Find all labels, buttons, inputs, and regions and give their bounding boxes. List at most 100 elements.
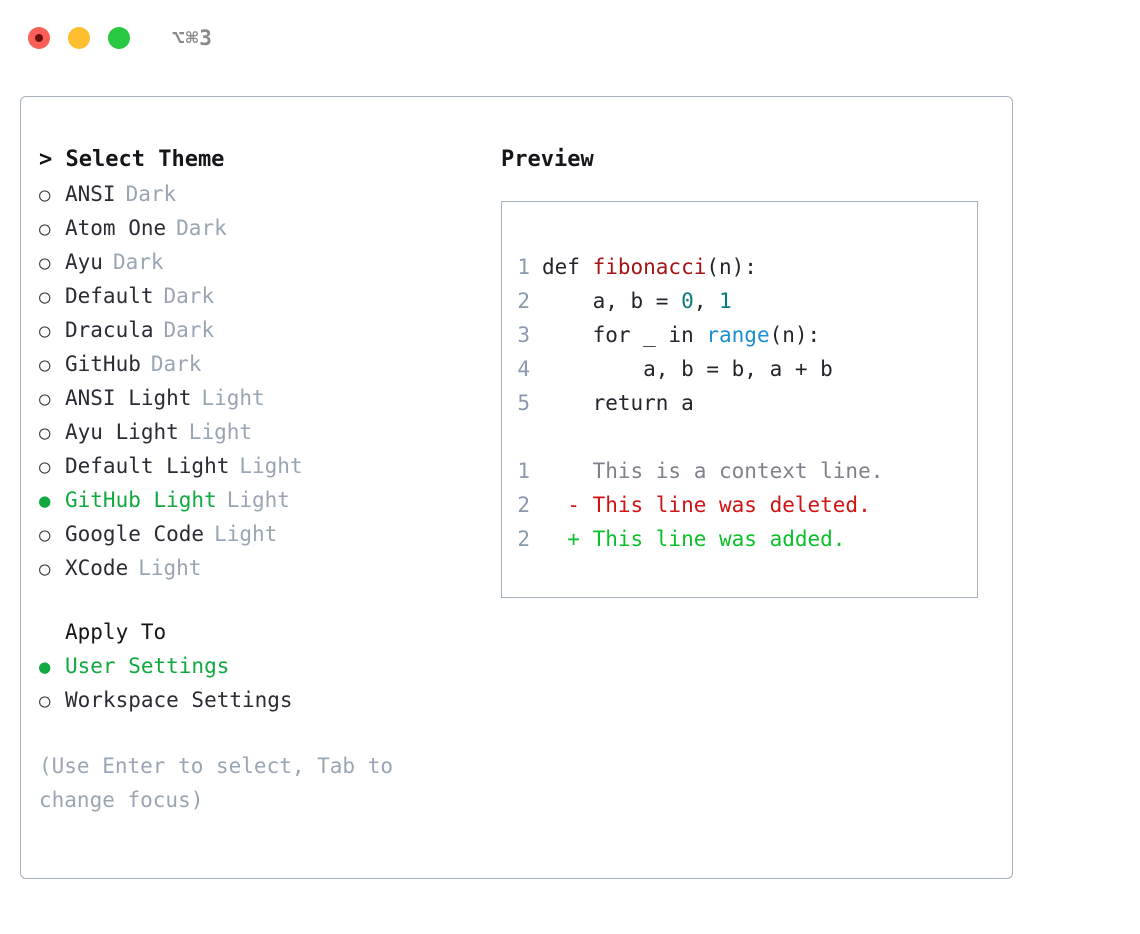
diff-line-content: - This line was deleted. [542, 493, 871, 517]
diff-sample: 1 This is a context line.2 - This line w… [502, 454, 977, 556]
apply-to-row-workspace-settings[interactable]: ○ Workspace Settings [39, 683, 489, 717]
radio-unselected-icon: ○ [39, 354, 51, 376]
apply-to-label: Workspace Settings [65, 688, 293, 712]
theme-variant: Dark [163, 284, 215, 308]
code-token-plain: (n): [769, 323, 821, 347]
code-line-content: return a [542, 386, 694, 420]
code-token-plain: a, b = [542, 289, 682, 313]
preview-header: Preview [501, 147, 594, 172]
radio-unselected-icon: ○ [39, 558, 51, 580]
apply-to-list[interactable]: ● User Settings ○ Workspace Settings [39, 649, 489, 717]
diff-line-del: 2 - This line was deleted. [502, 488, 977, 522]
theme-variant: Dark [112, 250, 164, 274]
code-line: 2 a, b = 0, 1 [502, 284, 977, 318]
title-bar: ⌥⌘3 [0, 0, 1140, 76]
minimize-button[interactable] [68, 27, 90, 49]
code-line-content: for _ in range(n): [542, 318, 821, 352]
code-token-plain: , [693, 289, 720, 313]
theme-name: Atom One [65, 216, 167, 240]
radio-unselected-icon: ○ [39, 286, 51, 308]
theme-name: Ayu [65, 250, 103, 274]
radio-unselected-icon: ○ [39, 422, 51, 444]
keyboard-shortcut-label: ⌥⌘3 [172, 26, 213, 50]
code-token-num: 1 [719, 289, 732, 313]
code-token-func: fibonacci [592, 255, 707, 279]
line-number: 1 [517, 459, 530, 483]
theme-name: GitHub [65, 352, 141, 376]
radio-unselected-icon: ○ [39, 690, 51, 712]
line-number: 2 [517, 527, 530, 551]
theme-variant: Light [226, 488, 290, 512]
radio-unselected-icon: ○ [39, 252, 51, 274]
close-button[interactable] [28, 27, 50, 49]
theme-variant: Light [214, 522, 278, 546]
diff-line-content: + This line was added. [542, 527, 846, 551]
keyboard-hint-text: (Use Enter to select, Tab to change focu… [39, 754, 394, 812]
theme-row-default-light[interactable]: ○ Default Light Light [39, 449, 489, 483]
code-line: 1 def fibonacci(n): [502, 250, 977, 284]
diff-line-ctx: 1 This is a context line. [502, 454, 977, 488]
theme-variant: Light [201, 386, 265, 410]
radio-unselected-icon: ○ [39, 218, 51, 240]
code-token-num: 0 [681, 289, 694, 313]
theme-row-ayu[interactable]: ○ Ayu Dark [39, 245, 489, 279]
theme-name: ANSI Light [65, 386, 192, 410]
theme-variant: Dark [125, 182, 177, 206]
select-theme-header: > Select Theme [39, 147, 225, 172]
line-number: 1 [517, 255, 530, 279]
theme-row-default[interactable]: ○ Default Dark [39, 279, 489, 313]
code-line-content: def fibonacci(n): [542, 250, 757, 284]
theme-row-atom-one[interactable]: ○ Atom One Dark [39, 211, 489, 245]
theme-name: XCode [65, 556, 129, 580]
line-number: 2 [517, 493, 530, 517]
code-line: 4 a, b = b, a + b [502, 352, 977, 386]
theme-name: Default Light [65, 454, 230, 478]
code-line-content: a, b = 0, 1 [542, 284, 732, 318]
theme-row-github[interactable]: ○ GitHub Dark [39, 347, 489, 381]
theme-row-ayu-light[interactable]: ○ Ayu Light Light [39, 415, 489, 449]
theme-name: Ayu Light [65, 420, 179, 444]
code-line-content: a, b = b, a + b [542, 352, 833, 386]
code-token-plain: for _ in [542, 323, 707, 347]
theme-name: Dracula [65, 318, 154, 342]
theme-variant: Light [239, 454, 303, 478]
radio-unselected-icon: ○ [39, 388, 51, 410]
code-token-plain: a, b = b, a + b [542, 357, 833, 381]
radio-unselected-icon: ○ [39, 320, 51, 342]
theme-name: Default [65, 284, 154, 308]
line-number: 4 [517, 357, 530, 381]
radio-unselected-icon: ○ [39, 524, 51, 546]
theme-row-dracula[interactable]: ○ Dracula Dark [39, 313, 489, 347]
code-token-plain: def [542, 255, 593, 279]
code-token-plain: return a [542, 391, 694, 415]
maximize-button[interactable] [108, 27, 130, 49]
record-dot-icon [35, 34, 43, 42]
theme-variant: Dark [176, 216, 227, 240]
line-number: 3 [517, 323, 530, 347]
line-number: 5 [517, 391, 530, 415]
radio-unselected-icon: ○ [39, 456, 51, 478]
theme-variant: Dark [163, 318, 215, 342]
theme-name: ANSI [65, 182, 116, 206]
theme-row-ansi-light[interactable]: ○ ANSI Light Light [39, 381, 489, 415]
traffic-lights [28, 27, 130, 49]
apply-to-header: Apply To [65, 620, 167, 644]
diff-line-add: 2 + This line was added. [502, 522, 977, 556]
theme-variant: Dark [150, 352, 202, 376]
line-number: 2 [517, 289, 530, 313]
theme-variant: Light [188, 420, 253, 444]
radio-selected-icon: ● [39, 490, 51, 512]
diff-line-content: This is a context line. [542, 459, 884, 483]
apply-to-row-user-settings[interactable]: ● User Settings [39, 649, 489, 683]
radio-selected-icon: ● [39, 656, 51, 678]
apply-to-label: User Settings [65, 654, 230, 678]
